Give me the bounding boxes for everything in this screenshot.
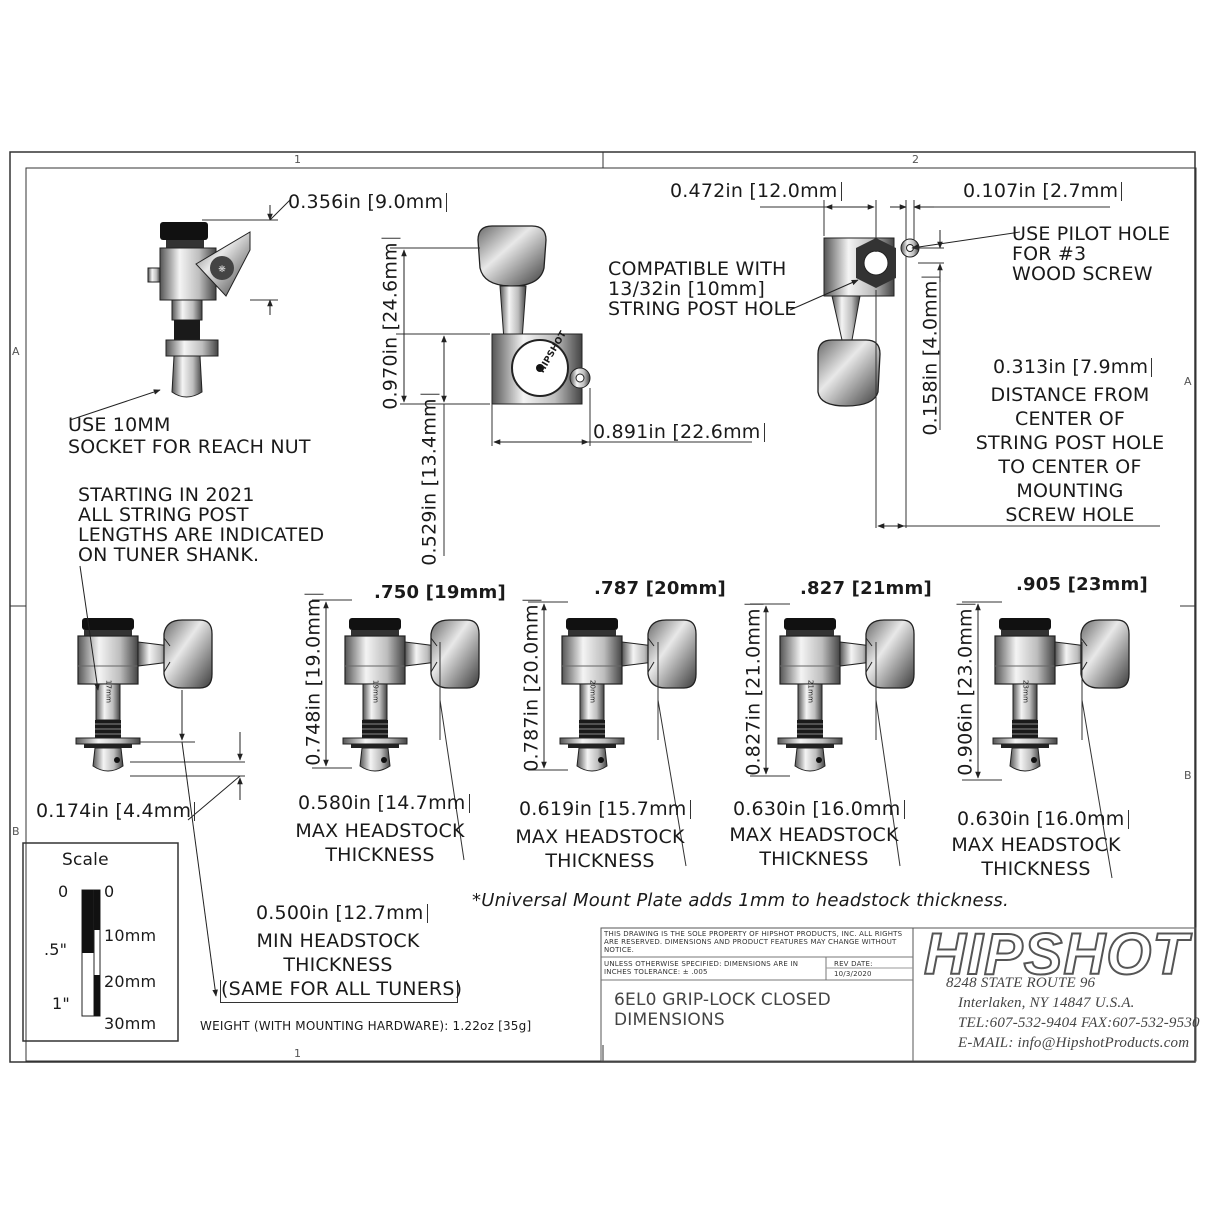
note-universal: *Universal Mount Plate adds 1mm to heads… xyxy=(472,890,1009,911)
note-reach-nut-2: SOCKET FOR REACH NUT xyxy=(68,436,311,458)
note-pilot-2: FOR #3 xyxy=(1012,243,1087,265)
zone-label: B xyxy=(1184,769,1192,782)
max-label-827-2: THICKNESS xyxy=(759,848,869,870)
dim-pilot-vertical: 0.158in [4.0mm xyxy=(920,276,942,436)
tuner-750 xyxy=(342,617,480,772)
note-pilot-1: USE PILOT HOLE xyxy=(1012,223,1171,245)
max-label-750-2: THICKNESS xyxy=(325,844,435,866)
shank-label: 19mm xyxy=(371,679,380,704)
hipshot-logo: HIPSHOT xyxy=(923,922,1189,987)
tb-address-1: 8248 STATE ROUTE 96 xyxy=(946,975,1096,991)
tuner-title-750: .750 [19mm] xyxy=(374,582,506,603)
max-label-905-1: MAX HEADSTOCK xyxy=(951,834,1121,856)
dim-pilot-offset: 0.472in [12.0mm xyxy=(670,182,842,201)
scale-in-0: 0 xyxy=(58,882,69,901)
zone-label: A xyxy=(1184,375,1192,388)
tuner-title-905: .905 [23mm] xyxy=(1016,574,1148,595)
note-starting-2: ALL STRING POST xyxy=(78,504,249,526)
dim-max-750: 0.580in [14.7mm xyxy=(298,794,470,813)
dim-reach-nut: 0.356in [9.0mm xyxy=(288,193,448,212)
dim-overall-width: 0.891in [22.6mm xyxy=(593,423,765,442)
tb-phone: TEL:607-532-9404 FAX:607-532-9530 xyxy=(958,1015,1200,1031)
tb-email: E-MAIL: info@HipshotProducts.com xyxy=(958,1035,1190,1051)
dim-max-827: 0.630in [16.0mm xyxy=(733,800,905,819)
max-label-787-1: MAX HEADSTOCK xyxy=(515,826,685,848)
zone-label: B xyxy=(12,825,20,838)
tuner-title-827: .827 [21mm] xyxy=(800,578,932,599)
dim-post-827: 0.827in [21.0mm xyxy=(743,604,765,776)
tuner-rear-view xyxy=(817,237,920,407)
dim-post-787: 0.787in [20.0mm xyxy=(521,600,543,772)
scale-mm-10: 10mm xyxy=(104,926,157,945)
zone-label: 2 xyxy=(912,153,920,166)
note-pilot-3: WOOD SCREW xyxy=(1012,263,1153,285)
scale-mm-30: 30mm xyxy=(104,1014,157,1033)
note-distance-6: SCREW HOLE xyxy=(1005,504,1135,526)
tb-address-2: Interlaken, NY 14847 U.S.A. xyxy=(958,995,1135,1011)
note-starting-3: LENGTHS ARE INDICATED xyxy=(78,524,325,546)
tuner-title-787: .787 [20mm] xyxy=(594,578,726,599)
scale-in-half: .5" xyxy=(44,940,68,959)
max-label-787-2: THICKNESS xyxy=(545,850,655,872)
note-starting-1: STARTING IN 2021 xyxy=(78,484,255,506)
note-distance-5: MOUNTING xyxy=(1016,480,1124,502)
zone-label: A xyxy=(12,345,20,358)
scale-in-1: 1" xyxy=(52,994,70,1013)
tuner-side-view-1: ❋ xyxy=(147,222,251,398)
svg-text:❋: ❋ xyxy=(218,265,226,275)
dim-min-headstock: 0.500in [12.7mm xyxy=(256,904,428,923)
tb-title-1: 6EL0 GRIP-LOCK CLOSED xyxy=(614,990,831,1010)
tuner-787 xyxy=(559,617,697,772)
tuner-905 xyxy=(992,617,1130,772)
max-label-905-2: THICKNESS xyxy=(981,858,1091,880)
note-compatible-1: COMPATIBLE WITH xyxy=(608,258,787,280)
note-distance-2: CENTER OF xyxy=(1014,408,1126,430)
note-min-3: (SAME FOR ALL TUNERS) xyxy=(220,980,462,1003)
tuner-bottom-ref xyxy=(75,617,213,772)
note-reach-nut-1: USE 10MM xyxy=(68,414,171,436)
shank-label: 20mm xyxy=(588,679,597,704)
tb-rev-label: REV DATE: xyxy=(834,960,873,968)
scale-mm-20: 20mm xyxy=(104,972,157,991)
tuner-front-view xyxy=(477,225,591,405)
note-distance-3: STRING POST HOLE xyxy=(975,432,1165,454)
zone-label: 1 xyxy=(294,1047,302,1060)
tb-notice: THIS DRAWING IS THE SOLE PROPERTY OF HIP… xyxy=(604,930,903,955)
dim-post-905: 0.906in [23.0mm xyxy=(955,604,977,776)
note-min-1: MIN HEADSTOCK xyxy=(256,930,420,952)
dim-washer: 0.174in [4.4mm xyxy=(36,802,196,821)
dim-screw-distance: 0.313in [7.9mm xyxy=(993,358,1153,377)
shank-label: 23mm xyxy=(1021,679,1030,704)
tb-title-2: DIMENSIONS xyxy=(614,1010,725,1030)
note-distance-1: DISTANCE FROM xyxy=(990,384,1150,406)
max-label-827-1: MAX HEADSTOCK xyxy=(729,824,899,846)
note-min-2: THICKNESS xyxy=(283,954,393,976)
dim-max-787: 0.619in [15.7mm xyxy=(519,800,691,819)
zone-label: 1 xyxy=(294,153,302,166)
shank-label-ref: 17mm xyxy=(104,679,113,704)
note-compatible-2: 13/32in [10mm] xyxy=(608,278,765,300)
tb-tolerance: UNLESS OTHERWISE SPECIFIED: DIMENSIONS A… xyxy=(604,960,799,977)
scale-mm-0: 0 xyxy=(104,882,115,901)
note-weight: WEIGHT (WITH MOUNTING HARDWARE): 1.22oz … xyxy=(200,1019,532,1033)
dim-post-to-plate: 0.529in [13.4mm xyxy=(419,394,441,566)
tb-rev-date: 10/3/2020 xyxy=(834,970,872,978)
dim-post-750: 0.748in [19.0mm xyxy=(303,594,325,766)
tuner-827 xyxy=(777,617,915,772)
dim-button-height: 0.970in [24.6mm xyxy=(380,238,402,410)
note-starting-4: ON TUNER SHANK. xyxy=(78,544,260,566)
dim-max-905: 0.630in [16.0mm xyxy=(957,810,1129,829)
dim-pilot-dia: 0.107in [2.7mm xyxy=(963,182,1123,201)
note-distance-4: TO CENTER OF xyxy=(998,456,1142,478)
note-compatible-3: STRING POST HOLE xyxy=(608,298,797,320)
scale-title: Scale xyxy=(62,850,109,870)
shank-label: 21mm xyxy=(806,679,815,704)
max-label-750-1: MAX HEADSTOCK xyxy=(295,820,465,842)
